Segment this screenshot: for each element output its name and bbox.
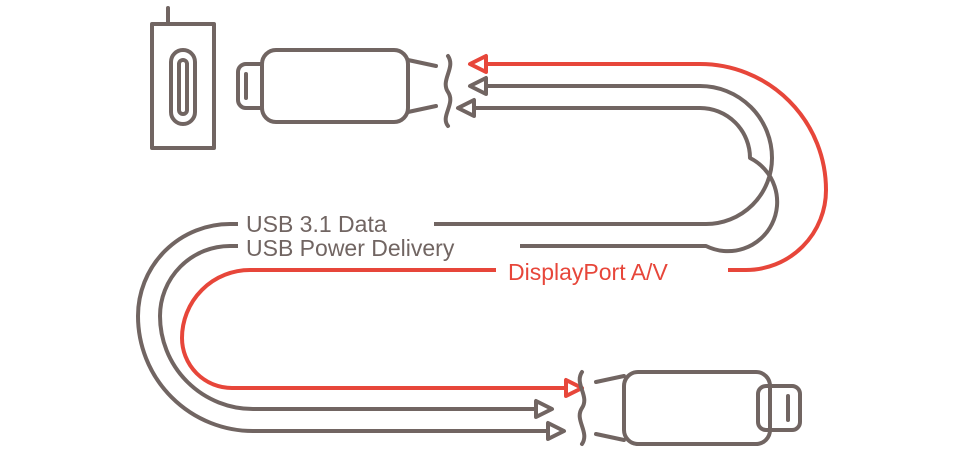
arrow-head-icon xyxy=(468,54,488,74)
label-usb-data: USB 3.1 Data xyxy=(246,211,387,237)
label-usb-power: USB Power Delivery xyxy=(246,235,455,261)
arrow-head-icon xyxy=(534,399,554,419)
arrow-head-icon xyxy=(564,378,584,398)
arrow-head-icon xyxy=(468,76,488,96)
cable-break-icon xyxy=(577,370,587,446)
arrow-head-icon xyxy=(456,98,476,118)
usb-c-plug-icon xyxy=(577,370,802,446)
label-displayport: DisplayPort A/V xyxy=(508,259,668,285)
usb-data-line xyxy=(136,84,774,433)
usb-c-port-icon xyxy=(150,6,216,150)
arrow-head-icon xyxy=(546,421,566,441)
usb-c-plug-icon xyxy=(236,48,453,128)
displayport-line xyxy=(180,62,828,390)
usb-power-line xyxy=(158,106,780,411)
cable-break-icon xyxy=(443,54,453,128)
